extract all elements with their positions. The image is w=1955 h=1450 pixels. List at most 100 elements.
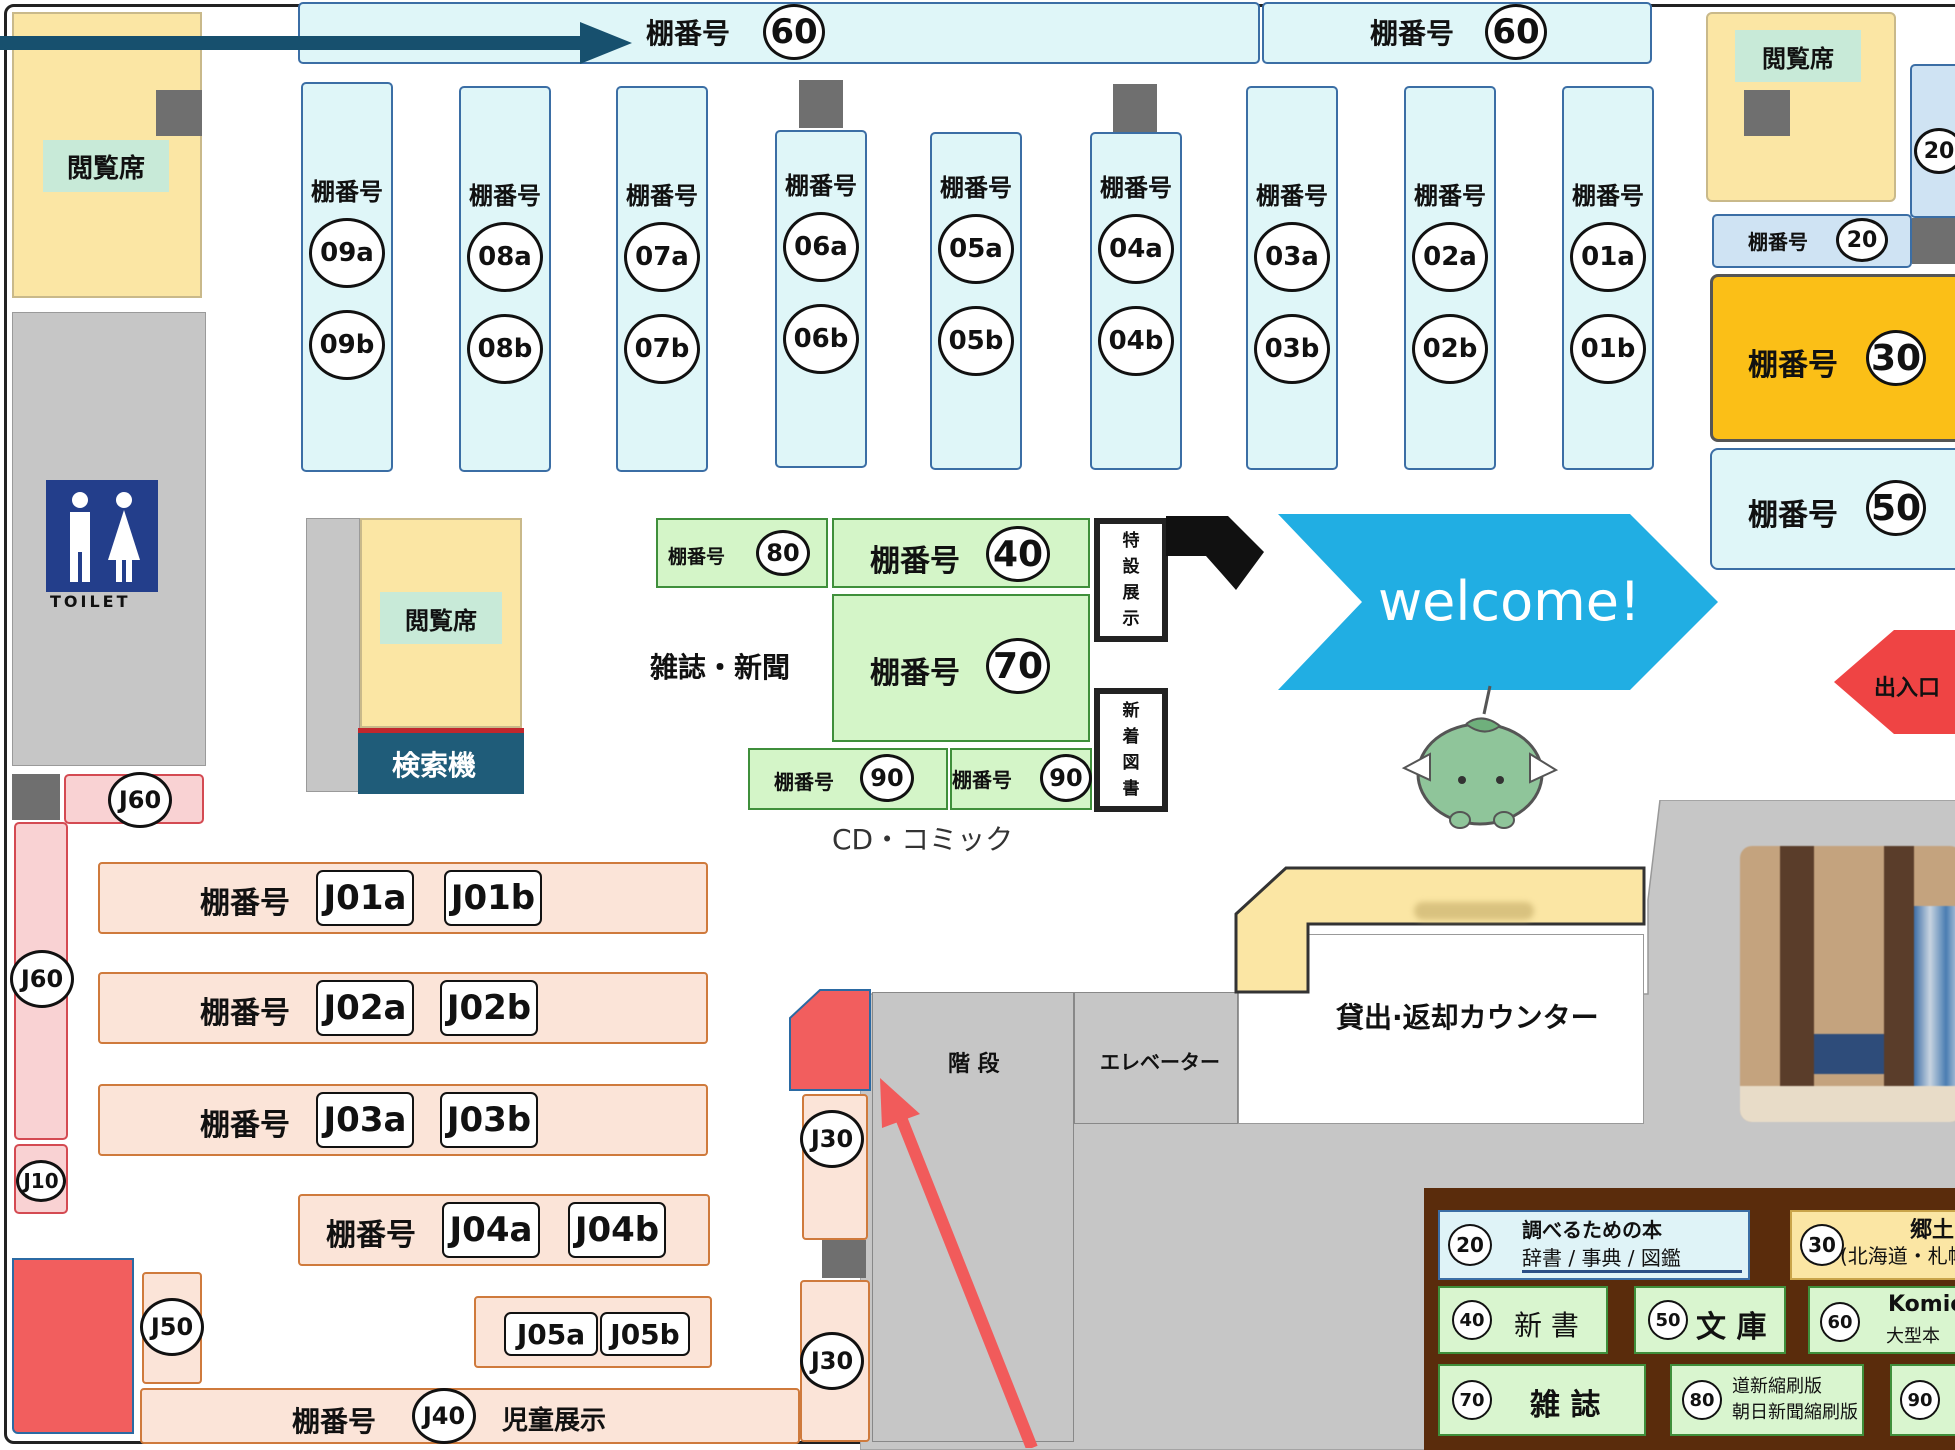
photo-wood-frame <box>1884 846 1914 1122</box>
shelf-20-edge-number: 20 <box>1914 128 1955 174</box>
vertical-shelf-number-a: 07a <box>624 222 700 292</box>
new-books-char: 新 <box>1122 701 1140 721</box>
legend-item-40-number: 40 <box>1452 1300 1492 1340</box>
shelf-j40-number: J40 <box>412 1388 476 1444</box>
shelf-80-label: 棚番号 <box>668 546 726 568</box>
vertical-shelf-number-a: 05a <box>938 214 1014 284</box>
legend-item-20-title: 調べるための本 <box>1522 1218 1662 1242</box>
vertical-shelf-number-a: 09a <box>309 218 385 288</box>
shelf-60-top-a-label: 棚番号 <box>646 17 731 50</box>
pillar <box>156 90 202 136</box>
shelf-50-label: 棚番号 <box>1748 498 1838 533</box>
legend-item-60-number: 60 <box>1820 1302 1860 1342</box>
shelf-60-top-b-label: 棚番号 <box>1370 17 1455 50</box>
counter-blur <box>1414 902 1534 920</box>
pillar <box>1912 218 1955 264</box>
shelf-90-b-label: 棚番号 <box>952 768 1012 792</box>
counter-desk[interactable] <box>1234 864 1648 994</box>
shelf-60-top-b[interactable] <box>1262 2 1652 64</box>
pillar <box>822 1240 866 1278</box>
shelf-90-b-number: 90 <box>1040 754 1092 802</box>
photo-shelf-books <box>1914 906 1955 1106</box>
entrance-arrow[interactable] <box>1834 630 1955 734</box>
vertical-shelf-number-a: 06a <box>783 212 859 282</box>
new-books-display[interactable]: 新 着 図 書 <box>1094 688 1168 812</box>
shelf-j50-number: J50 <box>140 1298 204 1356</box>
legend-item-60-title: Komic <box>1888 1292 1955 1317</box>
vertical-shelf[interactable]: 棚番号 07a 07b <box>616 86 708 472</box>
vertical-shelf-label: 棚番号 <box>785 172 857 200</box>
children-shelf-tag-a: J03a <box>316 1092 414 1148</box>
black-bracket-shape <box>1166 516 1264 590</box>
stairs-area <box>872 992 1074 1442</box>
special-display[interactable]: 特 設 展 示 <box>1094 518 1168 642</box>
vertical-shelf-number-b: 06b <box>783 304 859 374</box>
vertical-shelf-number-a: 03a <box>1254 222 1330 292</box>
reading-room-middle-label: 閲覧席 <box>380 592 502 644</box>
vertical-shelf-number-b: 08b <box>467 314 543 384</box>
cd-comic-label: CD・コミック <box>832 823 1014 856</box>
pillar <box>1113 84 1157 132</box>
vertical-shelf[interactable]: 棚番号 06a 06b <box>775 130 867 468</box>
shelf-30-number: 30 <box>1866 330 1926 386</box>
elevator-label: エレベーター <box>1100 1050 1220 1074</box>
shelf-90-a[interactable] <box>748 748 948 810</box>
reading-room-top-left-label: 閲覧席 <box>43 140 169 192</box>
toilet-label: TOILET <box>50 592 131 611</box>
vertical-shelf-number-a: 08a <box>467 222 543 292</box>
special-display-char: 展 <box>1122 583 1140 603</box>
arrow-shaft <box>0 36 590 50</box>
vertical-shelf-number-b: 09b <box>309 310 385 380</box>
legend-item-80-number: 80 <box>1682 1380 1722 1420</box>
legend-item-70-title: 雑 誌 <box>1530 1388 1601 1423</box>
shelf-40-label: 棚番号 <box>870 544 960 579</box>
reading-room-top-right-label: 閲覧席 <box>1735 30 1861 82</box>
vertical-shelf-label: 棚番号 <box>626 182 698 210</box>
shelf-80-number: 80 <box>756 530 810 576</box>
legend-underline <box>1522 1270 1742 1273</box>
legend-item-30-title: 郷土 <box>1910 1218 1955 1243</box>
children-shelf-row-label: 棚番号 <box>200 886 290 921</box>
legend-item-60-sub: 大型本 <box>1886 1326 1940 1347</box>
search-terminal[interactable] <box>358 728 524 794</box>
special-display-char: 設 <box>1122 557 1140 577</box>
legend-item-30-number: 30 <box>1800 1224 1844 1266</box>
vertical-shelf-number-b: 03b <box>1254 314 1330 384</box>
shelf-20-number: 20 <box>1836 218 1888 262</box>
children-shelf-tag-a: J01a <box>316 870 414 926</box>
shelf-60-top-a-number: 60 <box>763 4 825 60</box>
shelf-j05b-tag: J05b <box>600 1312 690 1356</box>
vertical-shelf-number-b: 07b <box>624 314 700 384</box>
legend-item-50-title: 文 庫 <box>1696 1310 1767 1345</box>
elevator-area <box>1074 992 1238 1124</box>
pillar <box>1744 90 1790 136</box>
mascot-character <box>1401 685 1559 829</box>
children-shelf-tag-b: J03b <box>440 1092 538 1148</box>
vertical-shelf-number-a: 02a <box>1412 222 1488 292</box>
vertical-shelf-label: 棚番号 <box>1414 182 1486 210</box>
welcome-banner <box>1278 514 1718 690</box>
shelf-90-a-number: 90 <box>860 754 914 802</box>
vertical-shelf-number-b: 05b <box>938 306 1014 376</box>
welcome-text: welcome! <box>1378 570 1641 633</box>
special-display-char: 特 <box>1122 531 1140 551</box>
vertical-shelf-number-a: 04a <box>1098 214 1174 284</box>
legend-item-20-number: 20 <box>1448 1224 1492 1266</box>
special-display-char: 示 <box>1122 609 1140 629</box>
red-corner-block <box>12 1258 134 1434</box>
new-books-char: 着 <box>1122 727 1140 747</box>
shelf-90-a-label: 棚番号 <box>774 770 834 794</box>
shelf-30[interactable] <box>1710 274 1955 442</box>
counter-label: 貸出·返却カウンター <box>1336 1001 1599 1034</box>
bookshelf-photo <box>1740 846 1955 1122</box>
children-display-label: 児童展示 <box>502 1406 607 1436</box>
direction-arrow-teal <box>0 22 632 64</box>
children-shelf-row-label: 棚番号 <box>326 1218 416 1253</box>
